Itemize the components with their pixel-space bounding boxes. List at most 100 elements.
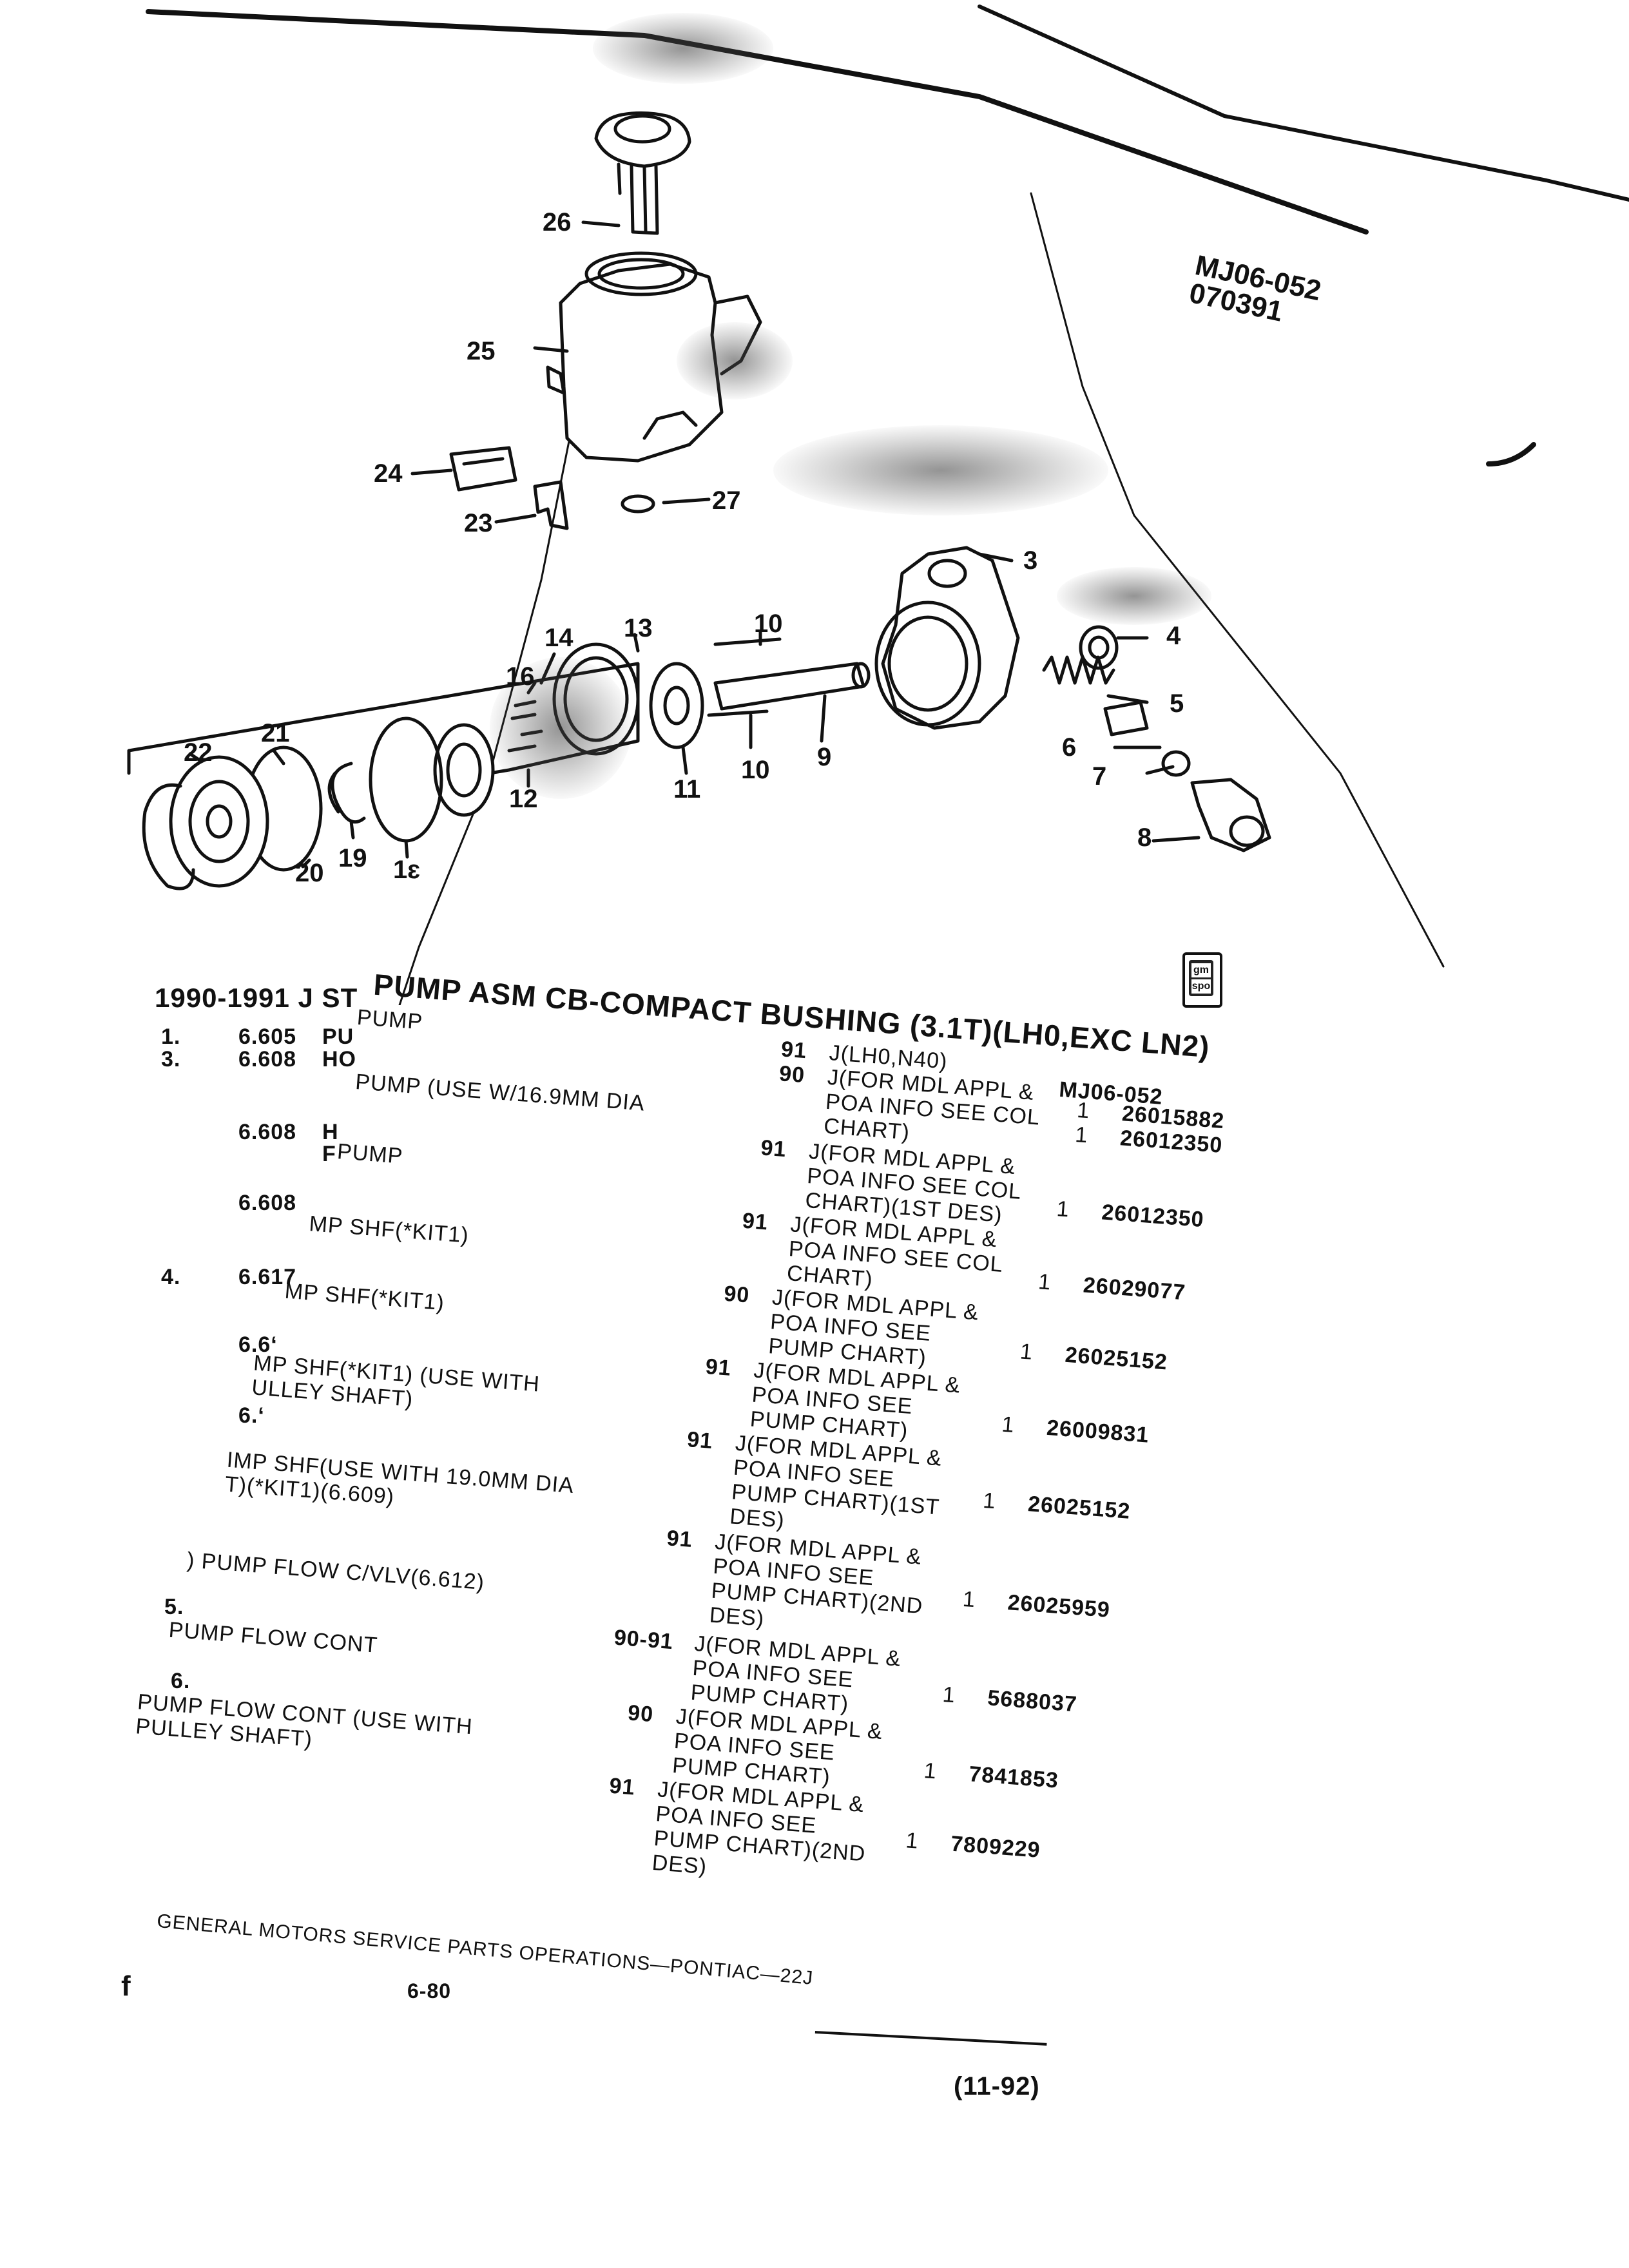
entry-year: 91 <box>760 1135 787 1162</box>
callout-14: 14 <box>545 624 574 652</box>
row-num: 3. <box>161 1047 181 1072</box>
overlay-parts-table: PUMP ASM CB-COMPACT BUSHING (3.1T)(LH0,E… <box>135 966 1273 1986</box>
entry-qty: 1 <box>1037 1269 1052 1295</box>
o-ring-27-icon <box>621 494 655 514</box>
callout-19: 19 <box>338 844 367 872</box>
bracket-icon <box>533 480 569 530</box>
o-ring-18-icon <box>369 716 443 843</box>
footer-rule <box>815 2031 1047 2046</box>
reservoir-cap-icon <box>594 111 691 235</box>
entry-qty: 1 <box>982 1488 997 1514</box>
callout-26: 26 <box>543 208 572 236</box>
callout-4: 4 <box>1166 622 1181 650</box>
entry-app: DES) <box>729 1504 786 1533</box>
entry-qty: 1 <box>1019 1339 1034 1365</box>
entry-part-number: 26025152 <box>1027 1492 1132 1524</box>
row-code: 6.605 <box>238 1024 297 1049</box>
entry-year: 91 <box>608 1773 636 1800</box>
page-edge-line <box>146 9 1369 235</box>
entry-qty: 1 <box>1074 1122 1089 1148</box>
entry-qty: 1 <box>961 1586 977 1613</box>
desc-line: PUMP (USE W/16.9MM DIA <box>354 1069 646 1116</box>
callout-6: 6 <box>1062 733 1077 762</box>
callout-27: 27 <box>712 486 741 515</box>
logo-text: spo <box>1191 979 1211 994</box>
drive-shaft-icon <box>713 662 865 711</box>
row-num: 1. <box>161 1024 181 1049</box>
entry-qty: 1 <box>905 1828 920 1854</box>
callout-21: 21 <box>261 719 290 747</box>
photocopy-seam <box>1030 192 1445 968</box>
entry-qty: 1 <box>1001 1412 1016 1438</box>
entry-part-number: 5688037 <box>987 1686 1079 1717</box>
retaining-ring-icon <box>327 762 366 824</box>
desc-line: MP SHF(*KIT1) <box>284 1278 446 1316</box>
desc-line: PUMP FLOW CONT <box>168 1617 379 1658</box>
row-code: 6.608 <box>238 1120 297 1144</box>
callout-11: 11 <box>673 775 701 803</box>
entry-app: DES) <box>651 1850 708 1879</box>
desc-line: PUMP <box>336 1139 404 1169</box>
end-cover-icon <box>169 755 269 888</box>
entry-part-number: 26025152 <box>1064 1342 1169 1375</box>
exploded-pump-diagram <box>127 5 1629 1005</box>
entry-part-number: 7841853 <box>968 1762 1060 1793</box>
callout-3: 3 <box>1023 546 1038 575</box>
end-plate-icon <box>433 723 495 817</box>
entry-part-number: 26009831 <box>1045 1415 1150 1448</box>
callout-13: 13 <box>624 614 653 642</box>
callout-25: 25 <box>467 337 496 365</box>
footer-date: (11-92) <box>954 2072 1040 2100</box>
gm-spo-logo: gm spo <box>1182 952 1222 1008</box>
margin-mark: f <box>121 1970 131 2002</box>
pressure-plate-icon <box>649 662 704 749</box>
dowel-pin-icon <box>707 637 782 717</box>
smudge <box>1057 567 1211 625</box>
flow-valve-icon <box>1103 700 1149 736</box>
reservoir-icon <box>546 251 762 463</box>
entry-part-number: 7809229 <box>950 1831 1041 1863</box>
callout-10-top: 10 <box>754 610 783 638</box>
entry-qty: 1 <box>1075 1098 1091 1124</box>
callout-8: 8 <box>1137 823 1152 852</box>
desc-line: PUMP <box>356 1004 424 1035</box>
callout-10-bottom: 10 <box>741 756 770 784</box>
row-text: PU <box>322 1024 354 1049</box>
logo-text: gm <box>1191 963 1211 977</box>
row-num: 5. <box>164 1595 184 1619</box>
pump-housing-icon <box>874 546 1020 730</box>
callout-18: 1ɛ <box>393 856 421 884</box>
desc-line: MP SHF(*KIT1) <box>308 1211 470 1248</box>
page-edge-line-right <box>978 5 1629 202</box>
entry-year: 90 <box>778 1061 806 1088</box>
callout-23: 23 <box>464 509 493 537</box>
shaft-seal-icon <box>1079 625 1119 670</box>
row-num: 4. <box>161 1265 181 1289</box>
callout-7: 7 <box>1092 762 1107 791</box>
callout-12: 12 <box>509 785 538 813</box>
row-text: H <box>322 1120 339 1144</box>
row-num: 6. <box>171 1669 191 1693</box>
row-text: HO <box>322 1047 356 1072</box>
callout-9: 9 <box>817 743 832 771</box>
entry-app: DES) <box>708 1602 766 1631</box>
footer-page-number: 6-80 <box>407 1979 452 2003</box>
smudge <box>677 322 793 399</box>
row-code: 6.617 <box>238 1265 297 1289</box>
entry-qty: 1 <box>941 1682 957 1708</box>
left-heading: 1990-1991 J ST <box>155 983 358 1013</box>
entry-qty: 1 <box>1055 1196 1071 1222</box>
row-code: 6.6‘ <box>238 1332 278 1357</box>
smudge <box>490 657 631 799</box>
smudge <box>773 425 1108 515</box>
spring-icon <box>1042 655 1115 685</box>
row-code: 6.608 <box>238 1191 297 1215</box>
entry-year: 90 <box>626 1700 655 1727</box>
smudge <box>593 13 773 84</box>
entry-year: 91 <box>686 1427 714 1454</box>
entry-year: 91 <box>666 1526 693 1553</box>
row-text: F <box>322 1142 336 1166</box>
entry-qty: 1 <box>923 1758 938 1784</box>
o-ring-7-icon <box>1161 750 1191 777</box>
desc-line: ) PUMP FLOW C/VLV(6.612) <box>186 1548 486 1595</box>
